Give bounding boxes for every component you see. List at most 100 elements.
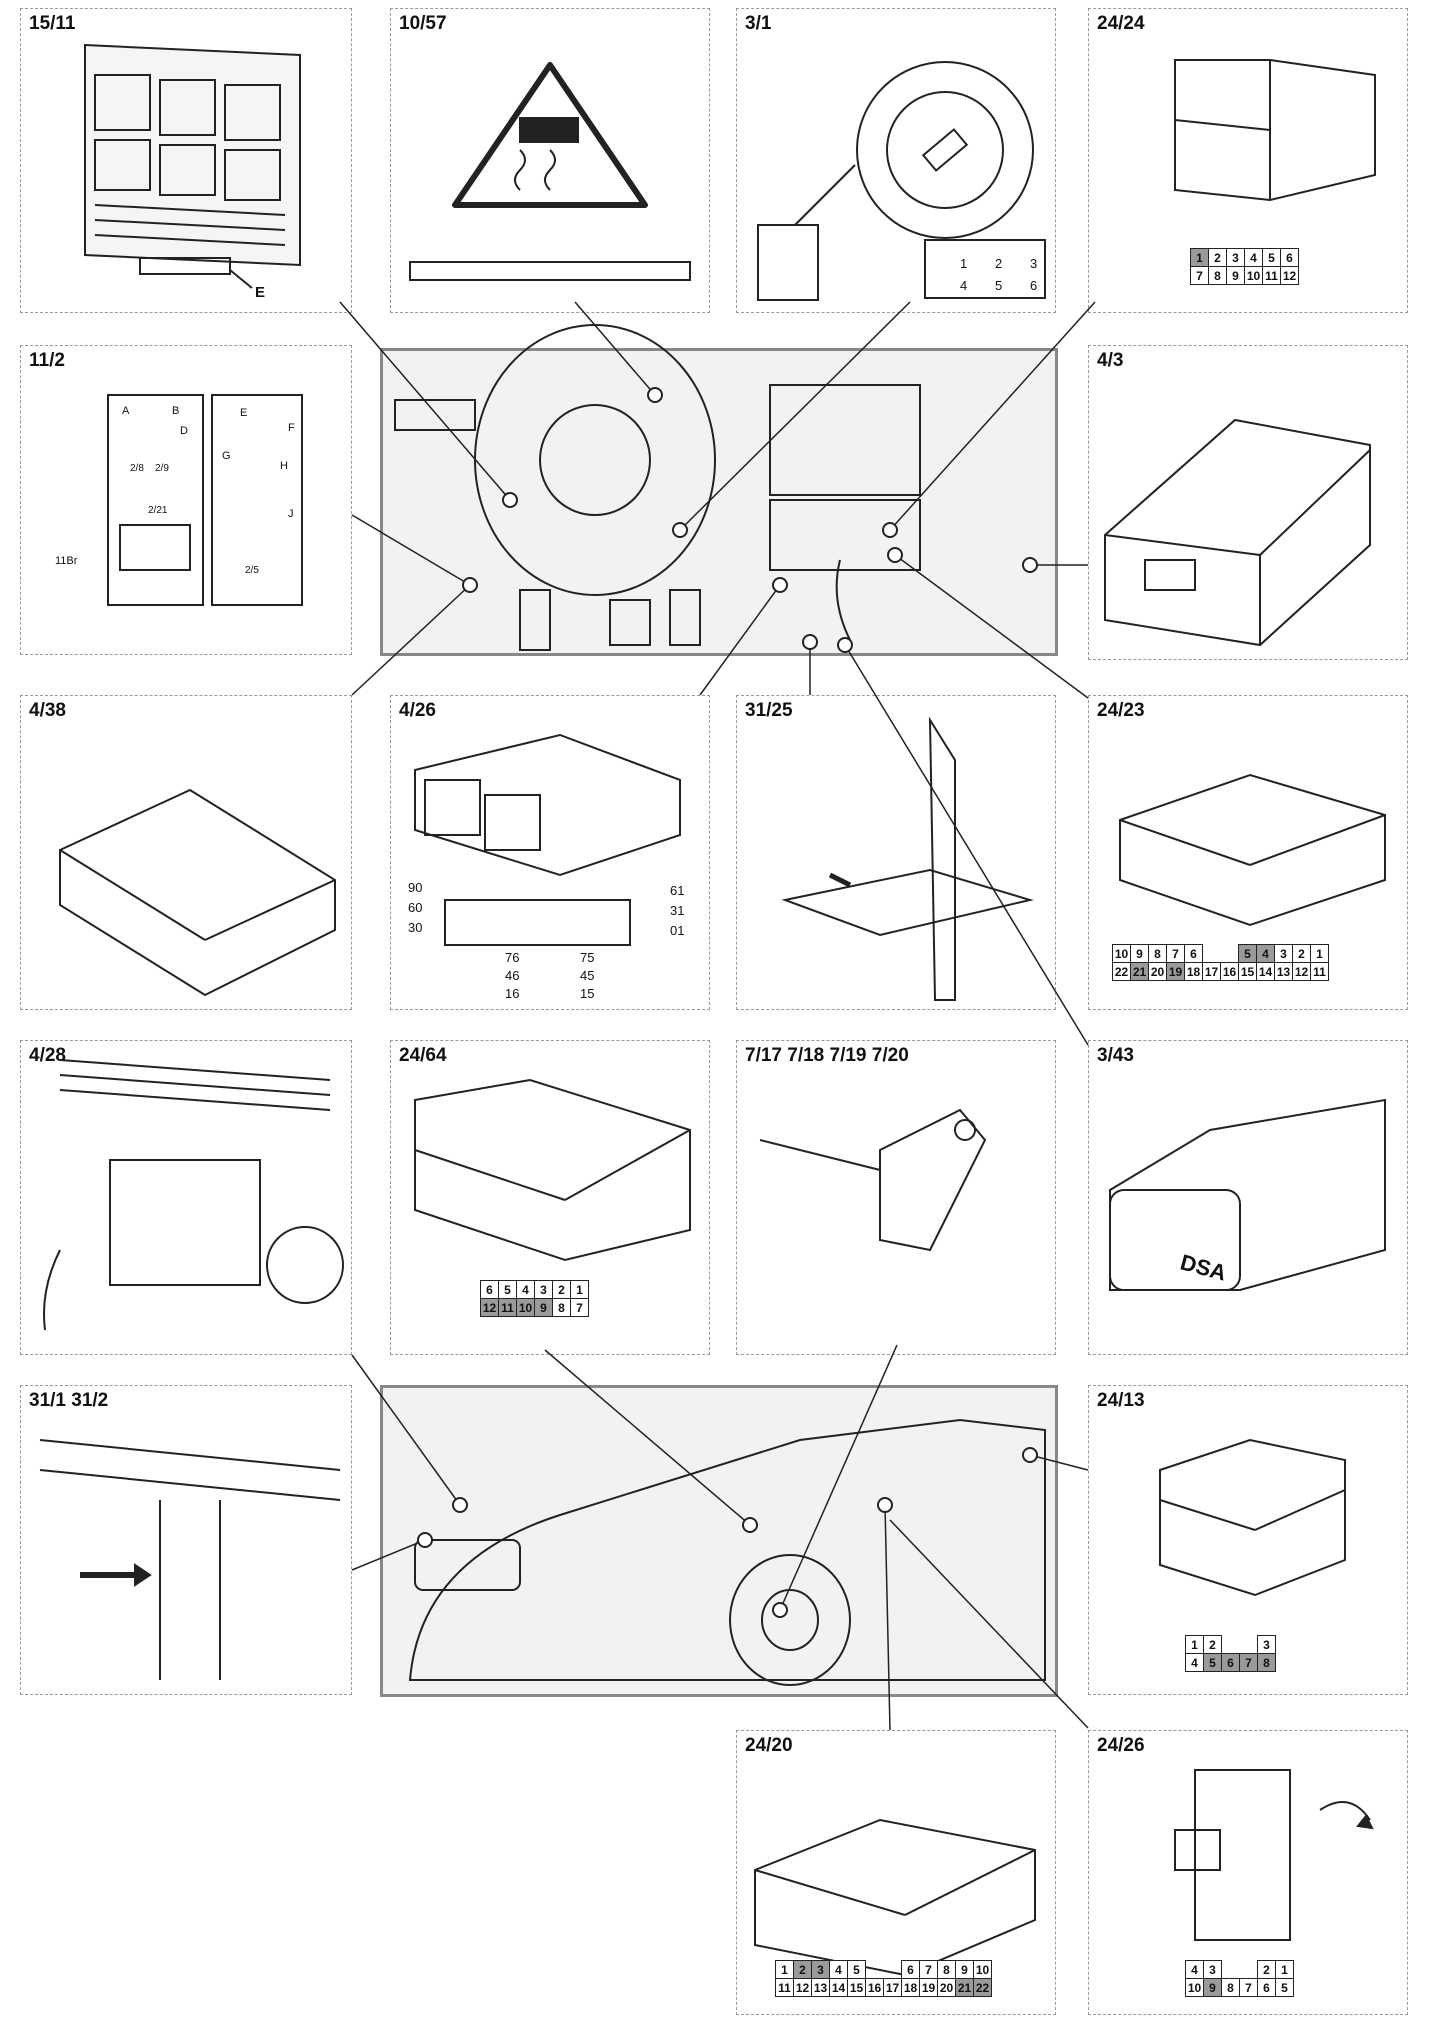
ecu-pin-01: 01	[670, 923, 685, 938]
panel-label: 31/1 31/2	[29, 1390, 109, 1411]
panel-label: 24/20	[745, 1735, 793, 1756]
pin-cell: 5	[1275, 1978, 1294, 1997]
panel-4-3: 4/3	[1088, 345, 1408, 660]
pin-cell: 13	[811, 1978, 830, 1997]
pin-cell: 3	[1257, 1635, 1276, 1654]
panel-31-1: 31/1 31/2	[20, 1385, 352, 1695]
switch-pin-1: 1	[960, 256, 968, 271]
pin-cell: 5	[1262, 248, 1281, 267]
pin-cell: 12	[1292, 962, 1311, 981]
panel-4-28: 4/28	[20, 1040, 352, 1355]
panel-label: 10/57	[399, 13, 447, 34]
pin-cell: 14	[1256, 962, 1275, 981]
pin-cell: 10	[1244, 266, 1263, 285]
pin-cell: 1	[1190, 248, 1209, 267]
pin-cell: 21	[1130, 962, 1149, 981]
panel-7-17: 7/17 7/18 7/19 7/20	[736, 1040, 1056, 1355]
pin-cell: 11	[775, 1978, 794, 1997]
pin-cell: 5	[1203, 1653, 1222, 1672]
pin-cell: 8	[937, 1960, 956, 1979]
panel-label: 4/26	[399, 700, 436, 721]
ecu-pin-76: 76	[505, 950, 520, 965]
panel-label: 3/1	[745, 13, 772, 34]
panel-24-20: 24/20	[736, 1730, 1056, 2015]
pin-cell: 10	[1185, 1978, 1204, 1997]
ecu-pin-75: 75	[580, 950, 595, 965]
switch-pin-3: 3	[1030, 256, 1038, 271]
pin-cell: 8	[1257, 1653, 1276, 1672]
pin-cell: 15	[1238, 962, 1257, 981]
panel-label: 4/28	[29, 1045, 66, 1066]
label-2-5: 2/5	[245, 565, 259, 576]
pin-cell: 19	[1166, 962, 1185, 981]
pin-cell: 4	[1244, 248, 1263, 267]
panel-11-2: 11/2	[20, 345, 352, 655]
pin-cell: 3	[1226, 248, 1245, 267]
pin-cell: 12	[480, 1298, 499, 1317]
pin-cell: 1	[570, 1280, 589, 1299]
pin-cell: 11	[1310, 962, 1329, 981]
panel-4-38: 4/38	[20, 695, 352, 1010]
panel-label: 4/3	[1097, 350, 1124, 371]
label-e: E	[255, 284, 266, 301]
pin-cell: 3	[1274, 944, 1293, 963]
pin-cell: 9	[955, 1960, 974, 1979]
ecu-pin-16: 16	[505, 986, 520, 1001]
pin-cell: 8	[1148, 944, 1167, 963]
pin-cell: 18	[901, 1978, 920, 1997]
ecu-pin-30: 30	[408, 920, 423, 935]
pin-cell: 18	[1184, 962, 1203, 981]
dashboard-photo	[380, 348, 1058, 656]
pin-cell: 3	[1203, 1960, 1222, 1979]
pin-cell: 1	[1310, 944, 1329, 963]
pin-cell: 12	[1280, 266, 1299, 285]
panel-label: 3/43	[1097, 1045, 1134, 1066]
pin-cell	[1221, 1960, 1240, 1979]
pin-cell: 20	[937, 1978, 956, 1997]
label-box-e: E	[240, 407, 248, 419]
switch-pin-2: 2	[995, 256, 1003, 271]
pin-cell: 10	[973, 1960, 992, 1979]
pin-cell: 1	[775, 1960, 794, 1979]
panel-24-26: 24/26	[1088, 1730, 1408, 2015]
pin-cell	[1202, 944, 1221, 963]
label-11br: 11Br	[55, 555, 78, 567]
pin-cell: 20	[1148, 962, 1167, 981]
pin-cell: 2	[1292, 944, 1311, 963]
pin-cell: 9	[534, 1298, 553, 1317]
ecu-pin-15: 15	[580, 986, 595, 1001]
label-f: F	[288, 422, 295, 434]
label-h: H	[280, 460, 288, 472]
pin-cell	[1239, 1960, 1258, 1979]
panel-24-23: 24/23	[1088, 695, 1408, 1010]
ecu-pin-46: 46	[505, 968, 520, 983]
pin-cell: 12	[793, 1978, 812, 1997]
pin-cell: 2	[552, 1280, 571, 1299]
label-d: D	[180, 425, 188, 437]
pin-cell: 5	[1238, 944, 1257, 963]
panel-label: 24/23	[1097, 700, 1145, 721]
switch-pin-5: 5	[995, 278, 1003, 293]
pin-cell: 4	[1185, 1653, 1204, 1672]
pin-cell	[1220, 944, 1239, 963]
label-a: A	[122, 405, 130, 417]
pin-cell: 4	[829, 1960, 848, 1979]
pin-cell	[883, 1960, 902, 1979]
pin-cell: 17	[883, 1978, 902, 1997]
panel-label: 24/64	[399, 1045, 447, 1066]
label-2-8: 2/8	[130, 463, 144, 474]
panel-label: 15/11	[29, 13, 76, 34]
panel-3-43: 3/43	[1088, 1040, 1408, 1355]
pin-cell: 5	[498, 1280, 517, 1299]
label-2-9: 2/9	[155, 463, 169, 474]
pin-cell: 15	[847, 1978, 866, 1997]
ecu-pin-31: 31	[670, 903, 685, 918]
